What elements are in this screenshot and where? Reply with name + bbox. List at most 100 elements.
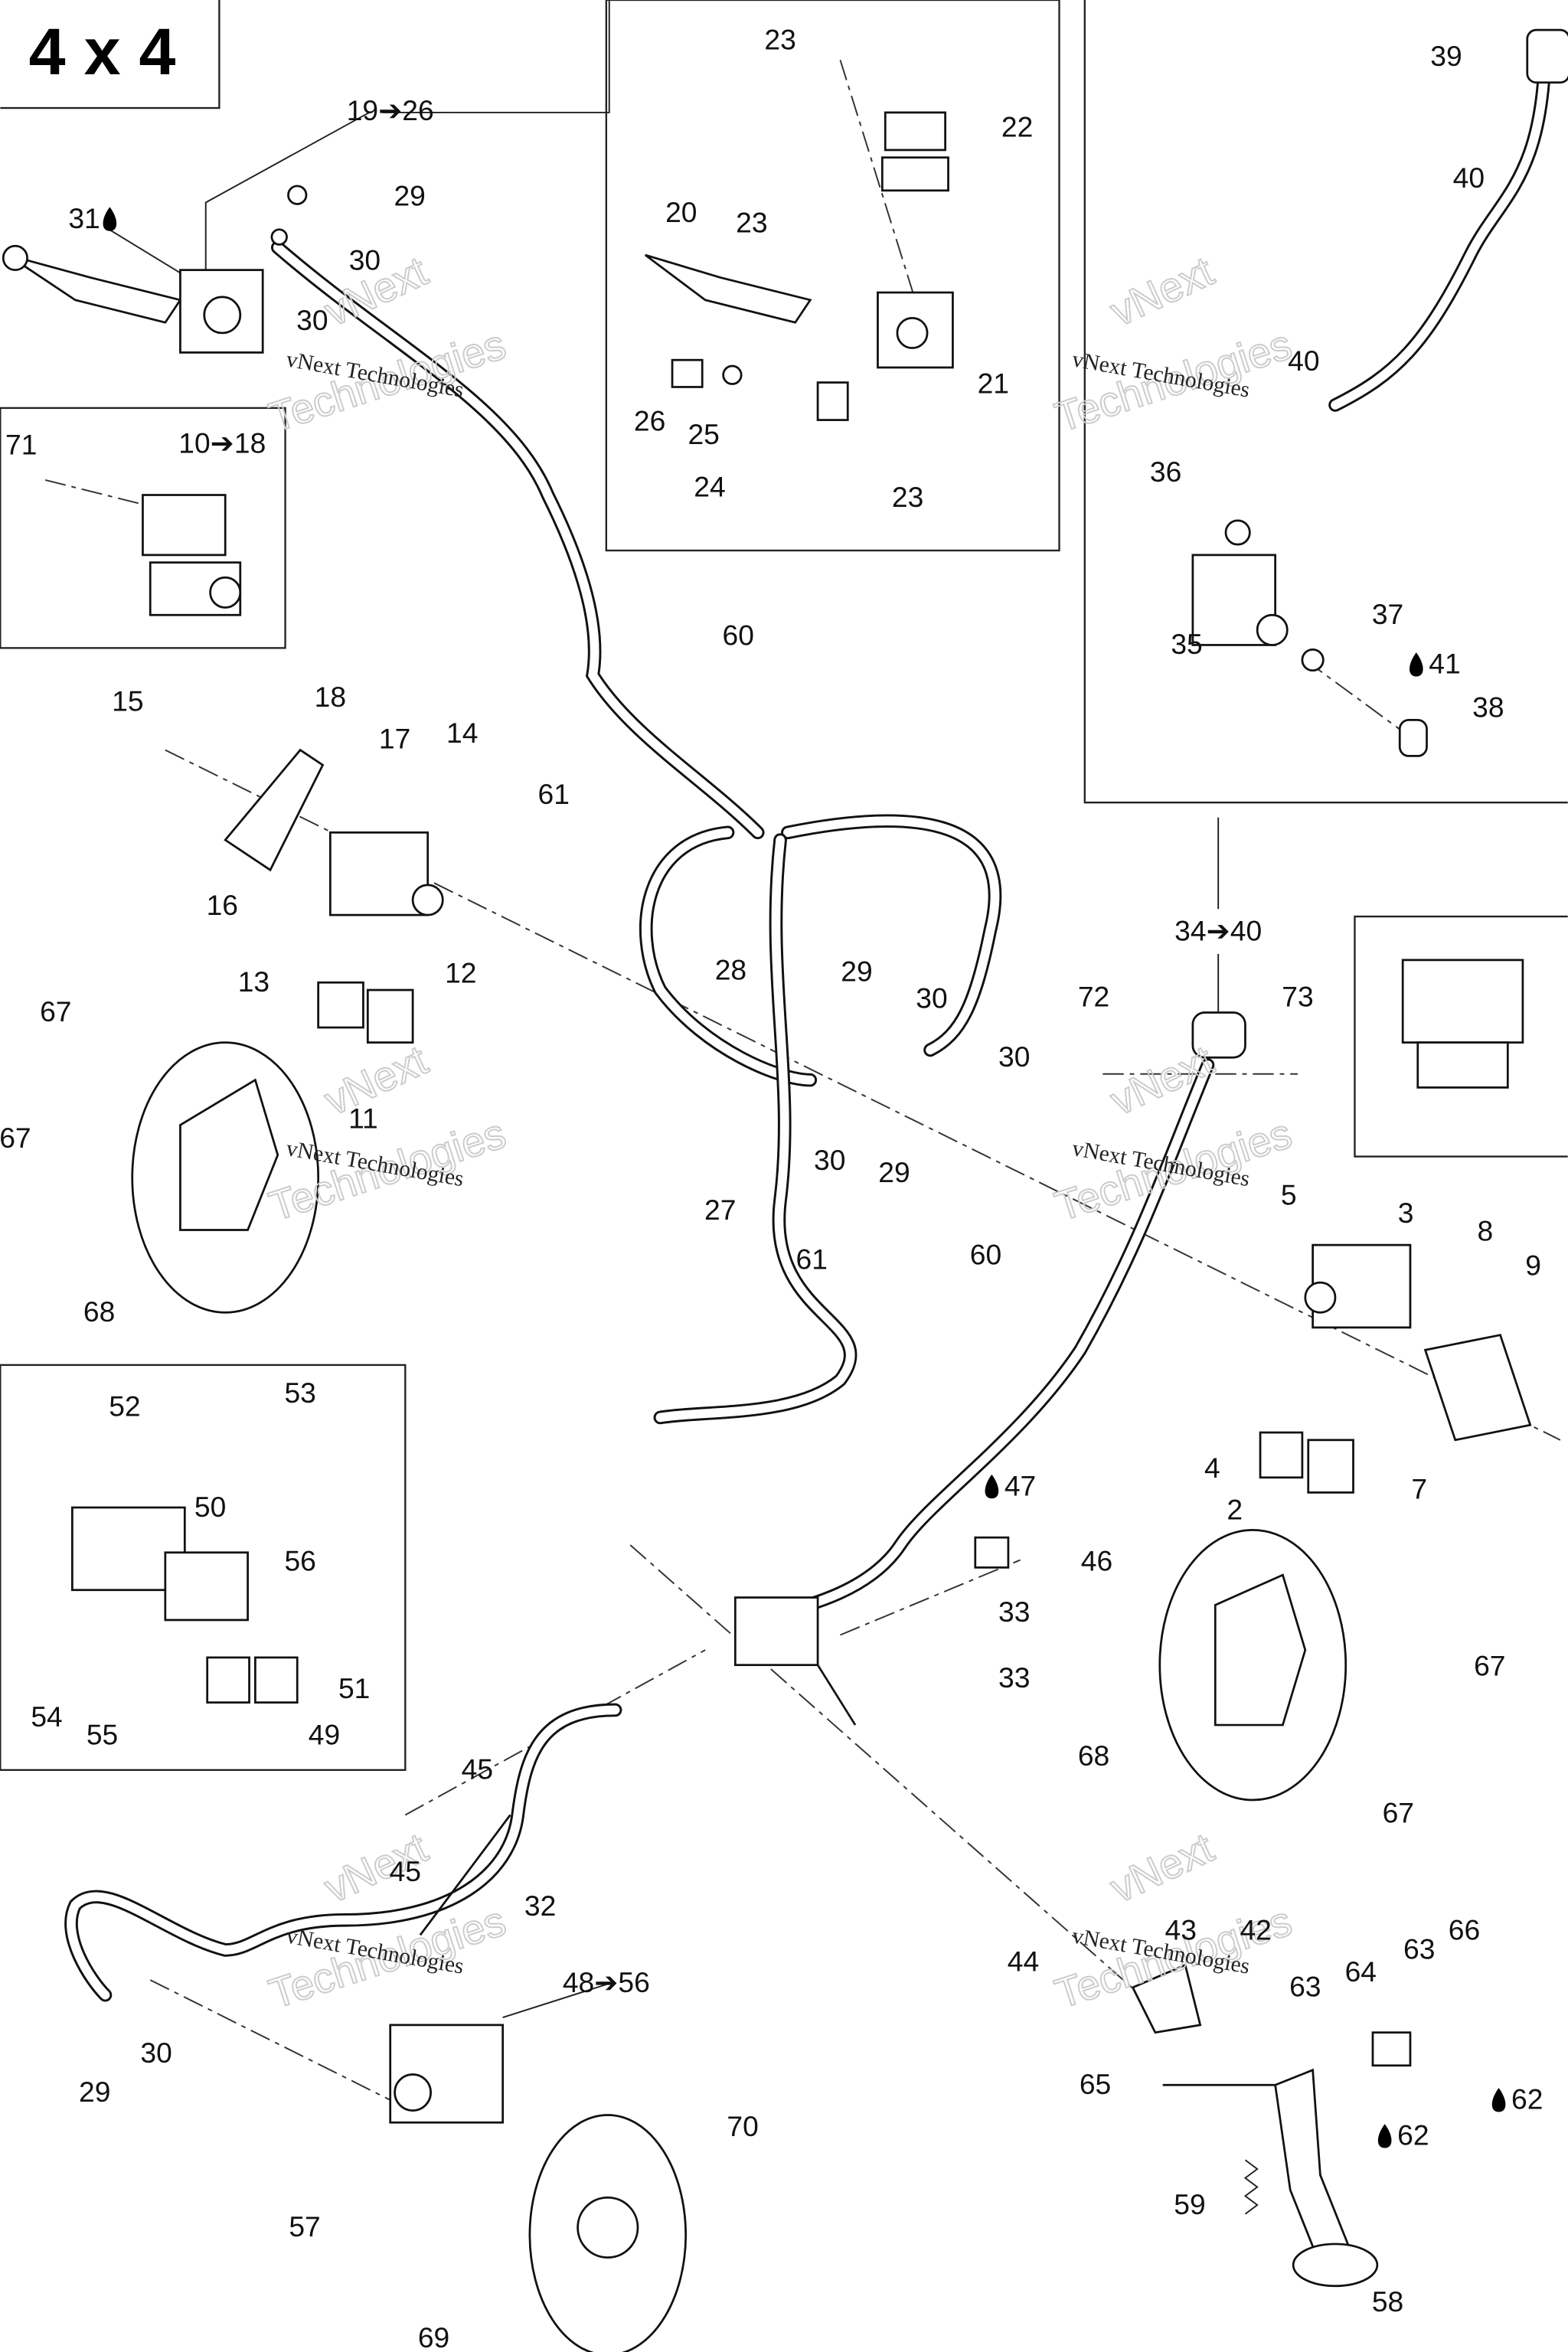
part-label: 3: [1398, 1197, 1414, 1229]
part-label: 20: [665, 196, 697, 228]
part-label: 23: [892, 481, 923, 513]
part-label: 67: [1383, 1796, 1414, 1828]
part-label: 50: [194, 1491, 226, 1523]
diagram-title: 4 x 4: [29, 15, 176, 89]
leader-lines: [106, 0, 1220, 2019]
part-label: 70: [727, 2110, 758, 2142]
part-label: 29: [841, 955, 872, 987]
part-label: 60: [970, 1239, 1001, 1271]
part-label: 59: [1174, 2188, 1205, 2220]
part-label: 9: [1525, 1249, 1541, 1281]
brake-hoses: [64, 31, 1553, 2002]
part-label: 56: [284, 1544, 315, 1576]
part-label: 30: [814, 1144, 845, 1176]
part-label: 8: [1478, 1214, 1494, 1246]
oil-drop-icon: [103, 207, 117, 231]
part-label: 4: [1204, 1452, 1220, 1484]
part-label: 61: [538, 778, 570, 810]
part-label: 68: [83, 1295, 115, 1328]
watermark: vNext Technologies vNext Technologies: [1049, 247, 1298, 442]
part-label: 72: [1078, 981, 1109, 1013]
part-label: 62: [1511, 2083, 1543, 2115]
part-label: 38: [1472, 691, 1504, 724]
part-label: 26: [634, 404, 665, 436]
part-label: 11: [348, 1102, 378, 1134]
svg-text:vNext: vNext: [1103, 247, 1220, 335]
part-label: 62: [1397, 2119, 1429, 2151]
part-label: 41: [1429, 648, 1460, 680]
oil-drop-icon: [1409, 652, 1423, 677]
part-label: 63: [1403, 1933, 1435, 1965]
part-label: 34➔40: [1174, 914, 1262, 946]
part-label: 63: [1289, 1971, 1321, 2003]
oil-drop-icon: [1491, 2088, 1506, 2112]
part-label: 43: [1165, 1913, 1197, 1945]
part-label: 10➔18: [178, 427, 266, 459]
part-label: 45: [462, 1753, 493, 1785]
part-label: 47: [1004, 1469, 1036, 1501]
part-label: 12: [445, 956, 476, 988]
part-label: 29: [79, 2076, 110, 2108]
part-label: 60: [723, 619, 754, 651]
part-label: 40: [1453, 162, 1485, 194]
part-label: 13: [238, 965, 270, 998]
part-label: 29: [394, 179, 425, 211]
svg-text:vNext: vNext: [1103, 1036, 1220, 1124]
part-label: 23: [764, 24, 795, 56]
part-label: 22: [1001, 110, 1033, 142]
part-label: 53: [284, 1377, 315, 1409]
part-label: 58: [1372, 2285, 1403, 2318]
part-label: 33: [998, 1596, 1030, 1628]
part-label: 18: [315, 681, 346, 713]
part-label: 29: [878, 1156, 910, 1188]
part-label: 31: [68, 202, 100, 234]
part-label: 16: [207, 889, 238, 921]
part-label: 14: [446, 717, 478, 749]
part-label: 28: [715, 953, 746, 985]
part-label: 36: [1150, 456, 1181, 488]
part-label: 21: [978, 367, 1009, 399]
part-label: 2: [1227, 1494, 1243, 1526]
part-label: 45: [390, 1855, 421, 1887]
part-label: 64: [1345, 1955, 1377, 1988]
part-label: 71: [5, 429, 37, 461]
part-label: 44: [1008, 1945, 1039, 1977]
part-label: 55: [87, 1719, 118, 1751]
part-label: 68: [1078, 1740, 1109, 1772]
part-label: 30: [140, 2037, 172, 2069]
part-label: 54: [31, 1700, 62, 1733]
part-label: 46: [1081, 1544, 1112, 1576]
part-label: 27: [704, 1194, 736, 1226]
part-label: 15: [112, 685, 143, 717]
part-label: 7: [1411, 1472, 1427, 1504]
watermark: vNext Technologies vNext Technologies: [263, 247, 512, 442]
part-label: 37: [1372, 598, 1403, 630]
part-label: 5: [1281, 1178, 1297, 1210]
part-label: 35: [1171, 628, 1202, 660]
part-label: 40: [1288, 345, 1319, 377]
part-label: 17: [379, 723, 410, 755]
part-label: 51: [338, 1672, 370, 1704]
svg-text:vNext: vNext: [1103, 1824, 1220, 1912]
part-label: 19➔26: [347, 94, 434, 126]
part-label: 69: [418, 2321, 449, 2352]
part-label: 66: [1449, 1913, 1480, 1945]
oil-drop-icon: [985, 1474, 999, 1499]
parts: [2, 28, 1568, 2352]
part-label: 48➔56: [563, 1966, 650, 1998]
part-label: 61: [796, 1243, 828, 1276]
part-label: 30: [349, 244, 381, 276]
part-label: 25: [688, 418, 719, 450]
part-label: 30: [998, 1040, 1030, 1073]
part-label: 42: [1240, 1913, 1271, 1945]
frames: [0, 0, 1568, 1772]
part-label: 67: [40, 995, 71, 1027]
part-label: 39: [1430, 40, 1462, 72]
oil-drop-icon: [1377, 2124, 1392, 2148]
part-label: 24: [694, 471, 725, 503]
part-label: 52: [109, 1390, 140, 1423]
part-label: 30: [296, 304, 328, 336]
part-label: 65: [1080, 2068, 1111, 2100]
